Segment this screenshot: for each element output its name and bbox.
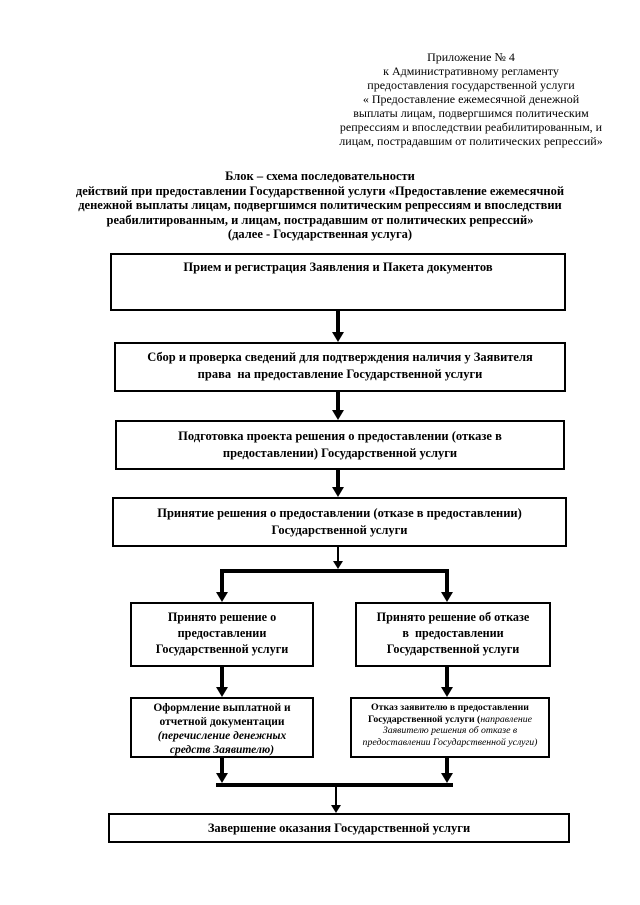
arrow-granted-head-icon [216, 687, 228, 697]
flow-box-refusal-notice-note: направление Заявителю решения об отказе … [362, 713, 538, 748]
flow-box-draft-decision: Подготовка проекта решения о предоставле… [115, 420, 565, 470]
flow-box-reception: Прием и регистрация Заявления и Пакета д… [110, 253, 566, 311]
flow-box-granted-label: Принято решение о предоставлении Государ… [155, 610, 289, 656]
branch-right-stem [445, 569, 449, 592]
merge-left-head-icon [216, 773, 228, 783]
flow-box-verification: Сбор и проверка сведений для подтвержден… [114, 342, 566, 392]
arrow-3-head-icon [332, 487, 344, 497]
flow-box-payment-docs-label: Оформление выплатной и отчетной документ… [153, 702, 291, 728]
merge-left-stem [220, 758, 224, 773]
flow-box-payment-docs: Оформление выплатной и отчетной документ… [130, 697, 314, 758]
flow-box-refused: Принято решение об отказе в предоставлен… [355, 602, 551, 667]
flow-box-granted: Принято решение о предоставлении Государ… [130, 602, 314, 667]
arrow-1-stem [336, 311, 340, 332]
final-arrow-stem [335, 787, 337, 805]
branch-left-stem [220, 569, 224, 592]
merge-line [216, 783, 453, 787]
branch-right-head-icon [441, 592, 453, 602]
arrow-1-head-icon [332, 332, 344, 342]
branch-line [220, 569, 449, 573]
arrow-granted-stem [220, 667, 224, 687]
appendix-note: Приложение № 4 к Административному регла… [339, 50, 603, 148]
arrow-2-head-icon [332, 410, 344, 420]
flow-box-completion-label: Завершение оказания Государственной услу… [207, 821, 471, 835]
branch-junction-stem [337, 547, 339, 561]
flow-box-refusal-notice: Отказ заявителю в предоставлении Государ… [350, 697, 550, 758]
flow-box-completion: Завершение оказания Государственной услу… [108, 813, 570, 843]
flow-box-draft-decision-label: Подготовка проекта решения о предоставле… [178, 429, 502, 460]
flow-box-refusal-notice-label: Отказ заявителю в предоставлении Государ… [368, 702, 529, 725]
arrow-3-stem [336, 470, 340, 487]
arrow-refused-stem [445, 667, 449, 687]
branch-junction-head-icon [333, 561, 343, 569]
flow-box-refused-label: Принято решение об отказе в предоставлен… [376, 610, 530, 656]
arrow-2-stem [336, 392, 340, 410]
flow-box-decision: Принятие решения о предоставлении (отказ… [112, 497, 567, 547]
arrow-refused-head-icon [441, 687, 453, 697]
flow-box-reception-label: Прием и регистрация Заявления и Пакета д… [183, 260, 493, 274]
page-title: Блок – схема последовательности действий… [75, 169, 565, 241]
final-arrow-head-icon [331, 805, 341, 813]
flow-box-verification-label: Сбор и проверка сведений для подтвержден… [147, 350, 533, 381]
merge-right-stem [445, 758, 449, 773]
merge-right-head-icon [441, 773, 453, 783]
flow-box-payment-docs-note: (перечисление денежных средств Заявителю… [157, 730, 287, 756]
flow-box-decision-label: Принятие решения о предоставлении (отказ… [157, 506, 522, 537]
branch-left-head-icon [216, 592, 228, 602]
